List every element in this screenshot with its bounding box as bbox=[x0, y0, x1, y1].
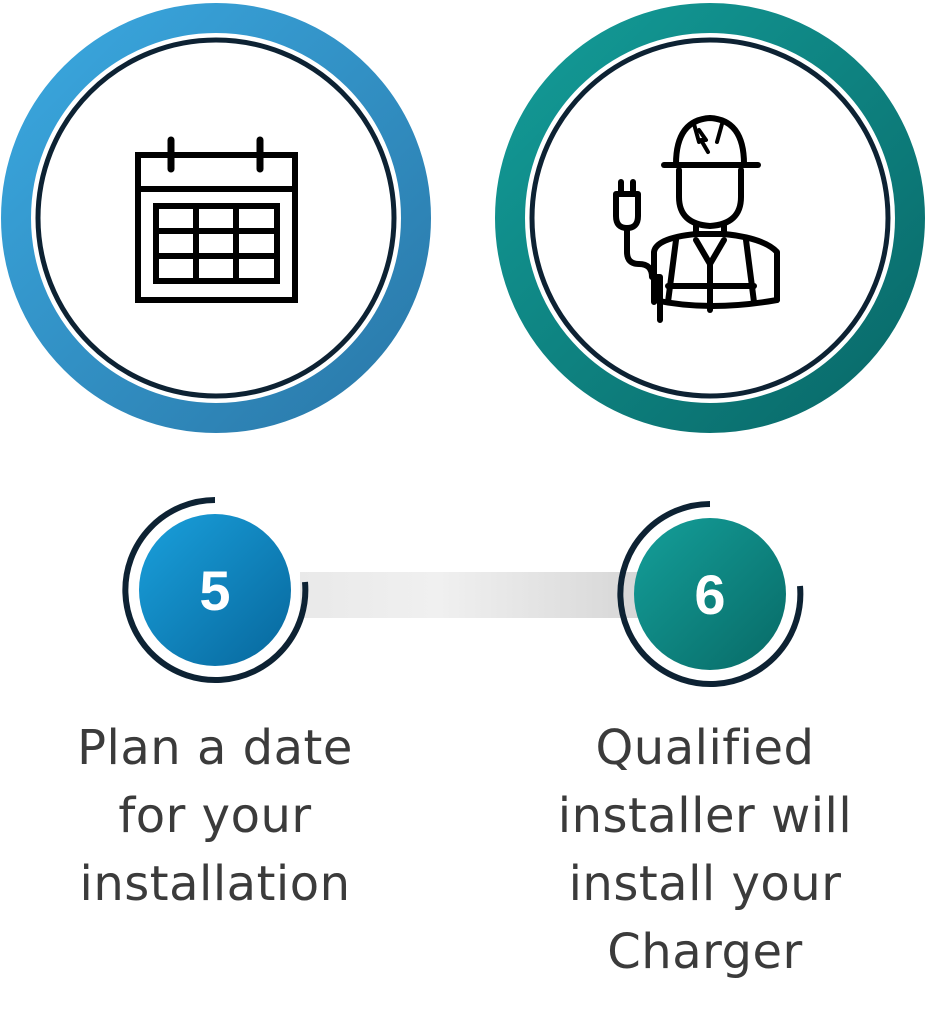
step-5-icon-circle bbox=[0, 2, 432, 434]
caption-line: for your bbox=[118, 788, 312, 844]
calendar-icon bbox=[135, 136, 298, 303]
step-6-badge: 6 bbox=[610, 494, 810, 694]
step-5-badge: 5 bbox=[115, 490, 315, 690]
step-6-caption: Qualified installer will install your Ch… bbox=[500, 714, 910, 986]
step-5-caption: Plan a date for your installation bbox=[15, 714, 415, 918]
caption-line: installation bbox=[79, 856, 351, 912]
caption-line: installer will bbox=[557, 788, 853, 844]
step-5-number: 5 bbox=[199, 558, 231, 622]
caption-line: install your bbox=[568, 856, 842, 912]
caption-line: Plan a date bbox=[77, 720, 353, 776]
step-6-icon-circle bbox=[494, 2, 925, 434]
step-6-number: 6 bbox=[694, 562, 726, 626]
step-connector-bar bbox=[300, 572, 645, 618]
caption-line: Charger bbox=[607, 924, 803, 980]
caption-line: Qualified bbox=[595, 720, 815, 776]
electrician-worker-icon bbox=[613, 115, 780, 323]
